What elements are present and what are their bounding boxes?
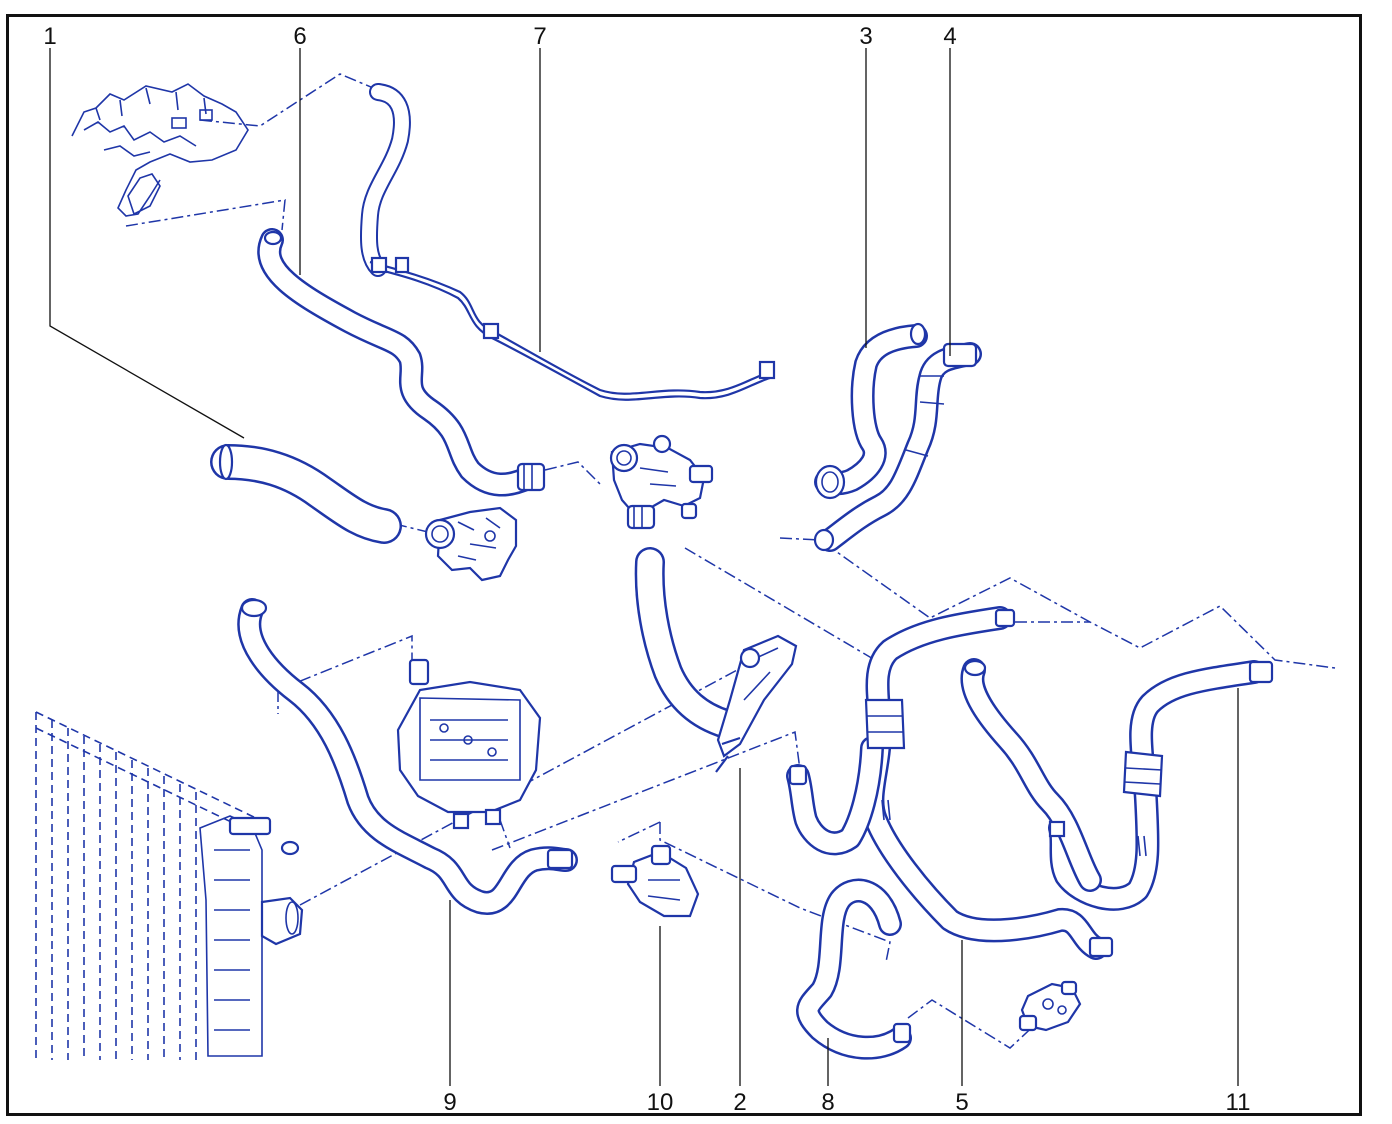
thermostat-housing: [609, 434, 714, 530]
assembly-guide-lines: [125, 73, 1336, 1049]
callout-3: 3: [859, 23, 872, 50]
diagram-frame: [6, 14, 1362, 1116]
callout-9: 9: [443, 1089, 456, 1116]
hose-3: [814, 322, 928, 500]
hose-9: [237, 598, 578, 915]
hose-5: [786, 606, 1114, 960]
callout-11: 11: [1226, 1089, 1251, 1116]
hose-6: [257, 228, 546, 497]
callout-labels: 1 6 7 3 4 9 10 2 8 5 11: [43, 23, 1250, 1116]
hose-1: [210, 443, 402, 544]
radiator: [35, 711, 304, 1060]
electric-pump: [610, 844, 700, 918]
callout-2: 2: [733, 1089, 746, 1116]
callout-5: 5: [955, 1089, 968, 1116]
engine-bracket-assembly: [71, 83, 249, 217]
callout-10: 10: [647, 1089, 674, 1116]
callout-8: 8: [821, 1089, 834, 1116]
callout-4: 4: [943, 23, 956, 50]
hose-2: [634, 547, 798, 773]
callout-1: 1: [43, 23, 56, 50]
hose-11: [960, 658, 1274, 911]
hose-7: [360, 83, 776, 401]
water-outlet-housing: [424, 506, 518, 582]
hose-8: [796, 878, 912, 1060]
callout-7: 7: [533, 23, 546, 50]
heat-exchanger: [396, 658, 542, 830]
hose-4: [813, 342, 982, 552]
callout-6: 6: [293, 23, 306, 50]
callout-leaders: [49, 48, 1239, 1086]
coolant-valve: [1018, 980, 1082, 1032]
